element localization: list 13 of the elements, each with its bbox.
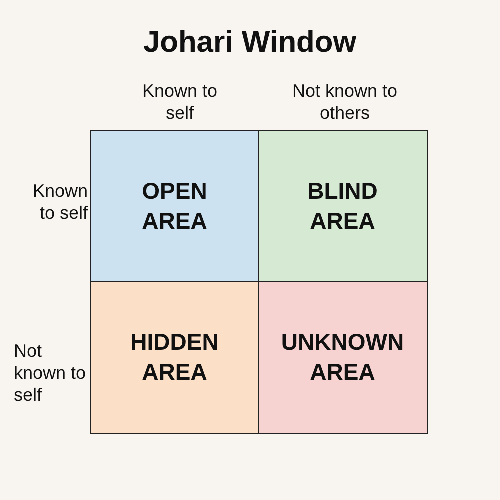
diagram-title: Johari Window: [142, 26, 358, 60]
quadrant-box: [258, 130, 428, 282]
axis-label: Not known to others: [291, 80, 399, 124]
quadrant-label: BLIND AREA: [308, 177, 378, 236]
quadrant-box: [258, 281, 428, 434]
axis-label: Known to self: [32, 180, 88, 224]
quadrant-label: UNKNOWN AREA: [281, 328, 404, 388]
quadrant-box: [90, 281, 260, 434]
quadrant-label: OPEN AREA: [142, 177, 208, 236]
quadrant-box: [90, 130, 260, 282]
axis-label: Known to self: [141, 80, 219, 124]
axis-label: Not known to self: [14, 340, 88, 406]
quadrant-label: HIDDEN AREA: [130, 328, 219, 388]
